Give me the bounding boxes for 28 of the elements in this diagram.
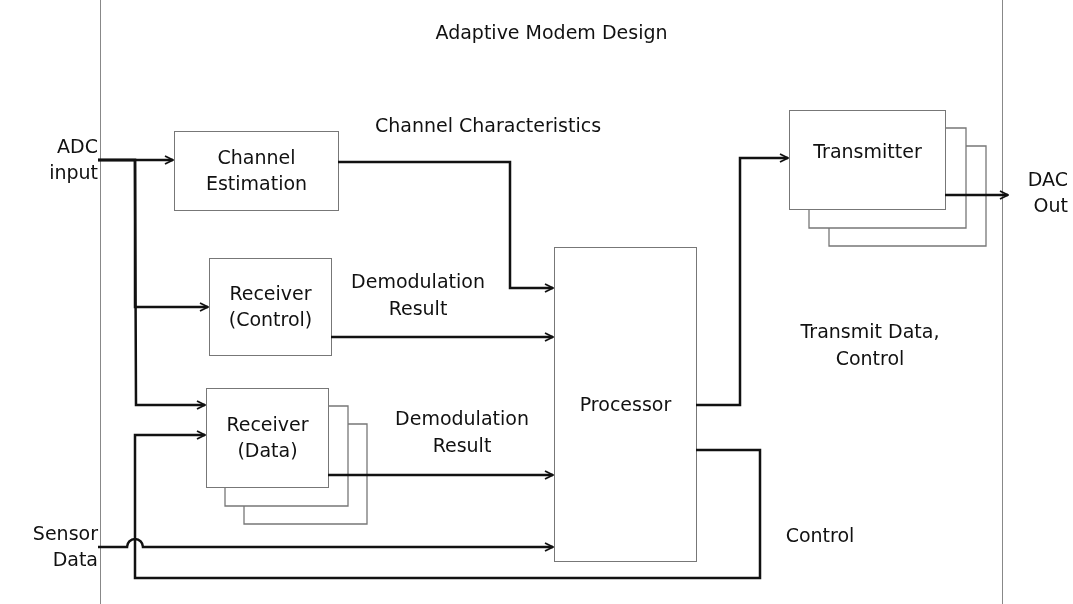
block-text: Receiver (Control) bbox=[227, 281, 314, 332]
arrow bbox=[328, 470, 554, 480]
block-box bbox=[209, 258, 332, 356]
stacked-block-box bbox=[206, 388, 329, 488]
frame-title: Adaptive Modem Design bbox=[435, 20, 668, 45]
block-box bbox=[554, 247, 697, 562]
block-text: Receiver (Data) bbox=[225, 412, 310, 463]
block-text: Processor bbox=[579, 391, 672, 417]
arrow bbox=[696, 153, 789, 407]
block-text: Transmitter bbox=[813, 139, 922, 164]
edge-label: Control bbox=[784, 523, 856, 548]
block-text: ADC input bbox=[48, 134, 98, 185]
arrow bbox=[331, 332, 554, 342]
edge-label: Demodulation Result bbox=[394, 406, 530, 458]
stacked-block-box bbox=[789, 110, 946, 210]
block-text: Channel Estimation bbox=[204, 145, 309, 196]
arrow bbox=[98, 538, 554, 552]
arrow bbox=[98, 158, 206, 410]
edge-label: Demodulation Result bbox=[350, 269, 486, 321]
arrow bbox=[133, 430, 762, 580]
arrow bbox=[338, 160, 554, 293]
edge-label: Transmit Data, Control bbox=[799, 319, 941, 371]
design-frame bbox=[100, 0, 1003, 604]
block-text: DAC Out bbox=[1026, 167, 1068, 218]
arrow bbox=[945, 190, 1009, 200]
block-box bbox=[174, 131, 339, 211]
edge-label: Channel Characteristics bbox=[373, 113, 603, 138]
block-text: Sensor Data bbox=[31, 521, 98, 572]
